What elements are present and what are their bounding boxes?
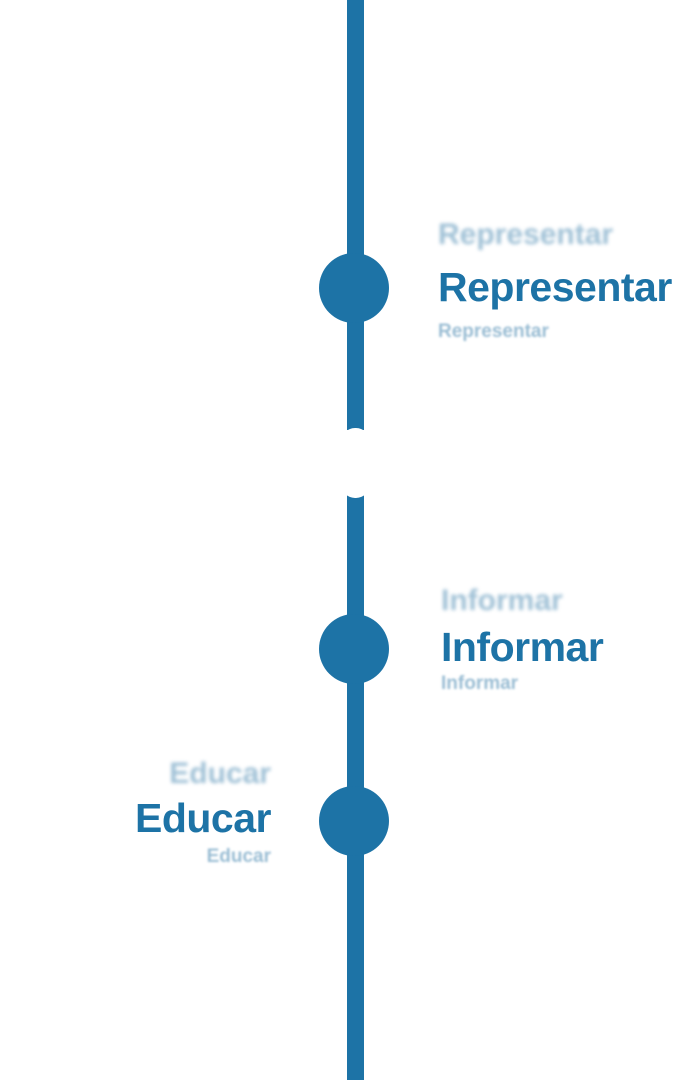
timeline-label-group-educar: Educar Educar Educar [135, 757, 272, 869]
timeline-label-informar[interactable]: Informar [441, 624, 604, 670]
timeline-label-educar[interactable]: Educar [135, 795, 272, 841]
ghost-label-top: Educar [169, 757, 271, 790]
timeline-node-representar[interactable] [319, 253, 389, 323]
timeline-node-educar[interactable] [319, 786, 389, 856]
timeline-line-upper [347, 0, 364, 430]
timeline-label-representar[interactable]: Representar [438, 264, 672, 310]
ghost-label-bottom: Representar [438, 321, 549, 342]
ghost-label-bottom: Informar [441, 673, 519, 694]
ghost-label-top: Informar [441, 584, 563, 617]
ghost-label-bottom: Educar [206, 846, 271, 867]
ghost-label-top: Representar [438, 218, 614, 251]
timeline-gap [341, 428, 370, 498]
timeline-node-informar[interactable] [319, 614, 389, 684]
timeline-label-group-representar: Representar Representar Representar [438, 218, 672, 344]
timeline-label-group-informar: Informar Informar Informar [441, 584, 604, 696]
